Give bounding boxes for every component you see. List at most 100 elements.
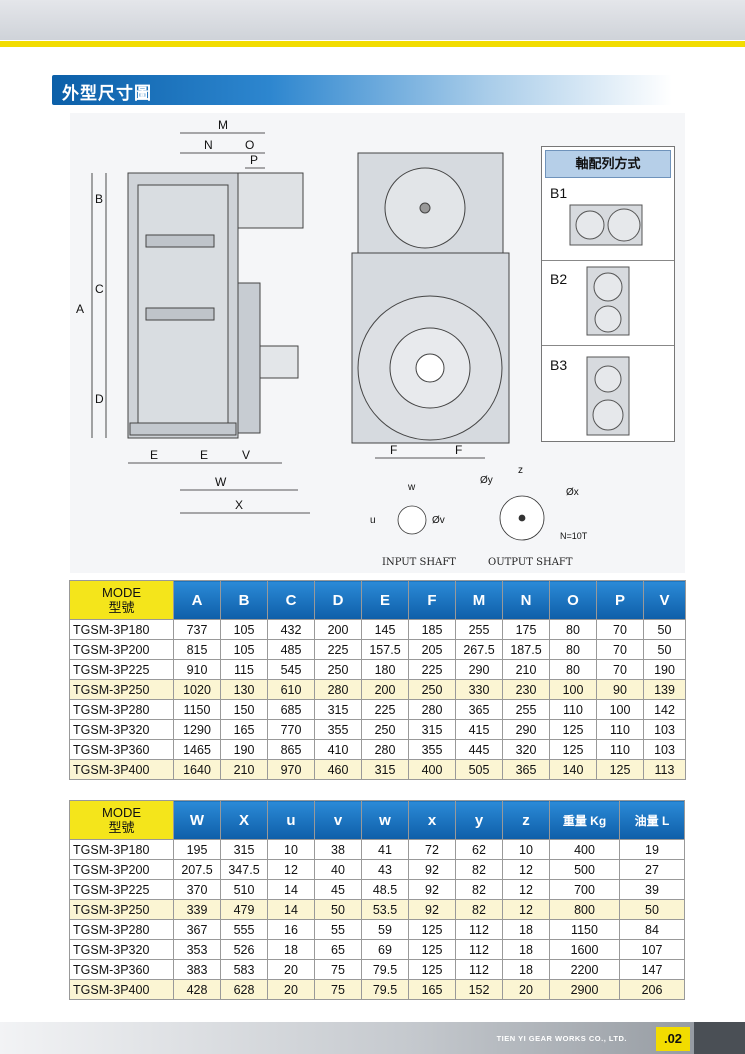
value-cell: 157.5 [361, 639, 409, 660]
value-cell: 50 [619, 899, 685, 920]
value-cell: 10 [267, 839, 315, 860]
value-cell: 400 [549, 839, 620, 860]
value-cell: 250 [361, 719, 409, 740]
value-cell: 70 [596, 659, 644, 680]
input-shaft-label-u: u [370, 515, 376, 526]
mode-label-cn: 型號 [108, 820, 135, 835]
value-cell: 250 [314, 659, 362, 680]
column-header: O [549, 580, 597, 620]
value-cell: 428 [173, 979, 221, 1000]
column-header: X [220, 800, 268, 840]
model-cell: TGSM-3P280 [69, 699, 174, 720]
value-cell: 80 [549, 659, 597, 680]
value-cell: 770 [267, 719, 315, 740]
page-number: .02 [656, 1027, 690, 1051]
value-cell: 112 [455, 939, 503, 960]
value-cell: 50 [643, 619, 686, 640]
column-header: F [408, 580, 456, 620]
arrangement-b1-label: B1 [550, 185, 568, 201]
value-cell: 225 [408, 659, 456, 680]
value-cell: 383 [173, 959, 221, 980]
value-cell: 800 [549, 899, 620, 920]
mode-label: MODE [102, 585, 141, 600]
model-cell: TGSM-3P250 [69, 679, 174, 700]
dim-label-e1: E [150, 448, 158, 462]
output-shaft-caption: OUTPUT SHAFT [488, 557, 573, 568]
value-cell: 125 [549, 739, 597, 760]
value-cell: 1290 [173, 719, 221, 740]
arrangement-b2-label: B2 [550, 271, 568, 287]
value-cell: 84 [619, 919, 685, 940]
dim-label-e2: E [200, 448, 208, 462]
value-cell: 125 [408, 959, 456, 980]
value-cell: 400 [408, 759, 456, 780]
footer-accent [694, 1022, 745, 1054]
column-header: x [408, 800, 456, 840]
value-cell: 92 [408, 899, 456, 920]
value-cell: 432 [267, 619, 315, 640]
output-shaft-label-y: Øy [480, 475, 493, 486]
value-cell: 365 [502, 759, 550, 780]
value-cell: 1640 [173, 759, 221, 780]
value-cell: 460 [314, 759, 362, 780]
value-cell: 555 [220, 919, 268, 940]
value-cell: 225 [361, 699, 409, 720]
value-cell: 206 [619, 979, 685, 1000]
value-cell: 152 [455, 979, 503, 1000]
dim-label-x: X [235, 498, 243, 512]
value-cell: 505 [455, 759, 503, 780]
value-cell: 330 [455, 679, 503, 700]
value-cell: 526 [220, 939, 268, 960]
value-cell: 20 [267, 979, 315, 1000]
value-cell: 103 [643, 739, 686, 760]
value-cell: 27 [619, 859, 685, 880]
value-cell: 55 [314, 919, 362, 940]
dim-label-o: O [245, 138, 254, 152]
value-cell: 2900 [549, 979, 620, 1000]
value-cell: 41 [361, 839, 409, 860]
column-header: u [267, 800, 315, 840]
company-name: TIEN YI GEAR WORKS CO., LTD. [496, 1034, 627, 1043]
value-cell: 125 [549, 719, 597, 740]
column-header-oil: 油量 L [619, 800, 685, 840]
value-cell: 205 [408, 639, 456, 660]
model-cell: TGSM-3P400 [69, 759, 174, 780]
value-cell: 12 [502, 859, 550, 880]
value-cell: 16 [267, 919, 315, 940]
value-cell: 200 [314, 619, 362, 640]
value-cell: 20 [267, 959, 315, 980]
value-cell: 970 [267, 759, 315, 780]
dim-label-f2: F [455, 443, 462, 457]
column-header: E [361, 580, 409, 620]
value-cell: 75 [314, 979, 362, 1000]
value-cell: 125 [596, 759, 644, 780]
value-cell: 113 [643, 759, 686, 780]
value-cell: 79.5 [361, 959, 409, 980]
value-cell: 18 [502, 919, 550, 940]
dim-label-f1: F [390, 443, 397, 457]
value-cell: 107 [619, 939, 685, 960]
value-cell: 315 [314, 699, 362, 720]
value-cell: 48.5 [361, 879, 409, 900]
value-cell: 355 [408, 739, 456, 760]
value-cell: 1465 [173, 739, 221, 760]
value-cell: 82 [455, 899, 503, 920]
value-cell: 43 [361, 859, 409, 880]
value-cell: 700 [549, 879, 620, 900]
value-cell: 255 [455, 619, 503, 640]
value-cell: 72 [408, 839, 456, 860]
value-cell: 315 [220, 839, 268, 860]
column-header: N [502, 580, 550, 620]
value-cell: 82 [455, 879, 503, 900]
value-cell: 737 [173, 619, 221, 640]
value-cell: 147 [619, 959, 685, 980]
